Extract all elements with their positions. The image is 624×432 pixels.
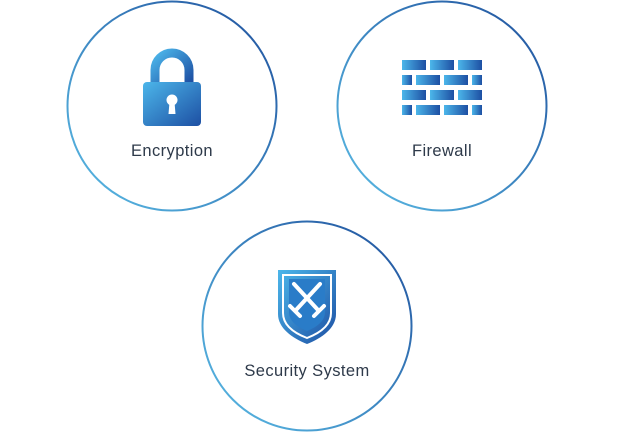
padlock-icon — [143, 48, 201, 126]
feature-security-system: Security System — [201, 220, 413, 432]
feature-label: Firewall — [411, 142, 473, 160]
feature-encryption: Encryption — [66, 0, 278, 212]
feature-ring — [336, 0, 548, 212]
brick-wall-icon — [402, 60, 482, 115]
feature-ring — [201, 220, 413, 432]
feature-label: Security System — [244, 362, 370, 380]
shield-swords-icon — [278, 270, 336, 344]
feature-label: Encryption — [131, 142, 213, 160]
feature-ring — [66, 0, 278, 212]
feature-firewall: Firewall — [336, 0, 548, 212]
